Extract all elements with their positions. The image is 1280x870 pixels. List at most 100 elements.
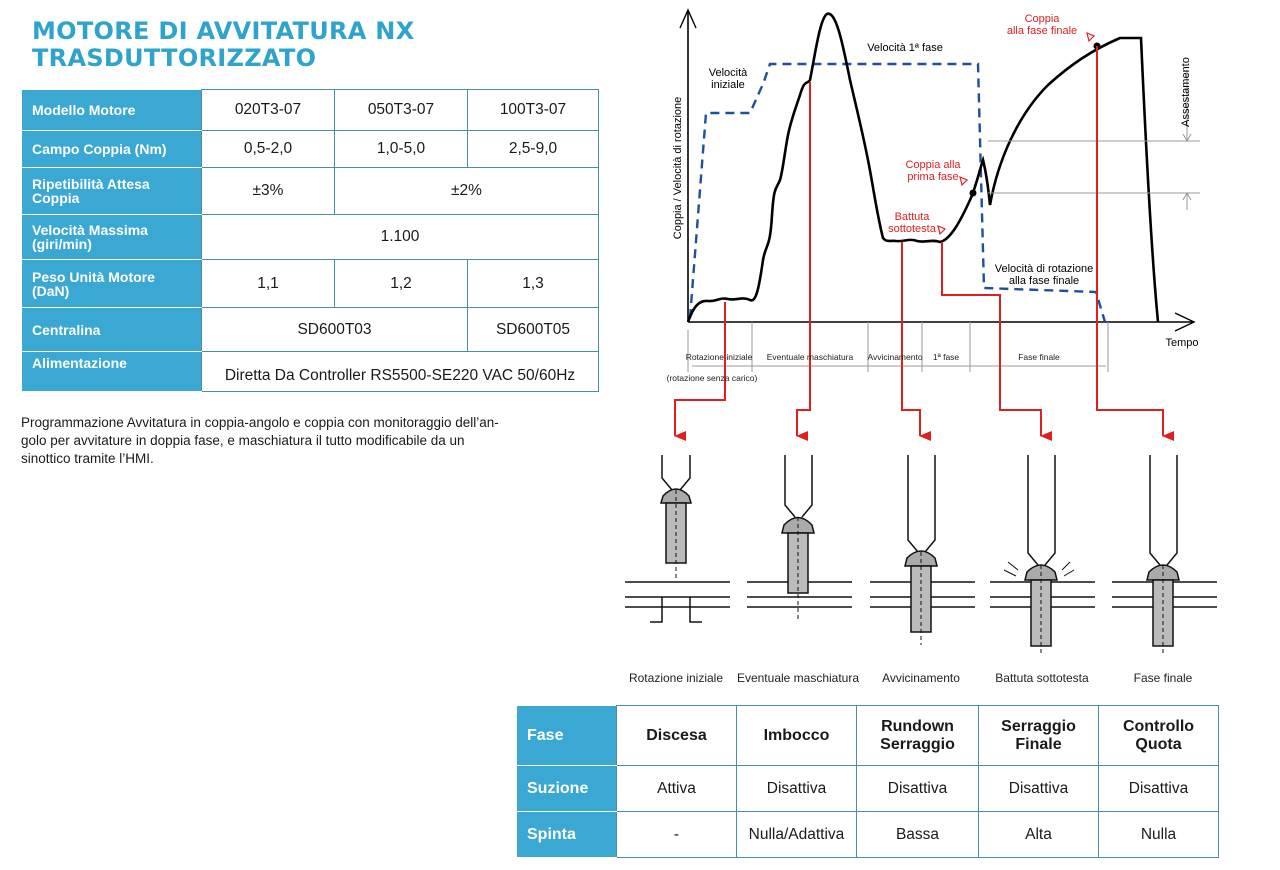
- screw-stage-4: [1003, 455, 1075, 655]
- stage-caption: Avvicinamento: [882, 671, 960, 685]
- screw-stage-2: [781, 455, 815, 620]
- stage-connectors: [674, 46, 1174, 441]
- row-header-weight: Peso Unità Motore(DaN): [21, 259, 202, 308]
- segment-labels: Rotazione iniziale (rotazione senza cari…: [667, 352, 1060, 383]
- page-title-line-2: TRASDUTTORIZZATO: [32, 44, 317, 72]
- final-speed-label: Velocità di rotazione: [995, 263, 1093, 275]
- seating-label: Battuta: [895, 211, 931, 223]
- phase-header-line: Controllo: [1122, 717, 1195, 735]
- model-cell: 050T3-07: [334, 89, 468, 131]
- control-cell: SD600T03: [201, 307, 468, 352]
- segment-label: Rotazione iniziale: [686, 352, 753, 362]
- row-header-power: Alimentazione: [21, 351, 202, 392]
- first-phase-marker: [969, 189, 977, 197]
- suction-cell: Attiva: [616, 765, 737, 812]
- stage-captions: Rotazione iniziale Eventuale maschiatura…: [629, 671, 1193, 685]
- torque-curve: [686, 12, 1160, 323]
- row-header-suction: Suzione: [516, 765, 617, 812]
- final-speed-label: alla fase finale: [1009, 275, 1079, 287]
- suction-cell: Disattiva: [978, 765, 1099, 812]
- row-header-thrust: Spinta: [516, 811, 617, 858]
- description-line: golo per avvitature in doppia fase, e ma…: [21, 433, 465, 448]
- speed-curve: [688, 62, 1107, 323]
- row-header-control: Centralina: [21, 307, 202, 352]
- thrust-cell: -: [616, 811, 737, 858]
- weight-cell: 1,2: [334, 259, 468, 308]
- seating-label: sottotesta: [888, 223, 937, 235]
- torque-cell: 2,5-9,0: [467, 130, 599, 168]
- initial-speed-label: iniziale: [711, 79, 745, 91]
- row-header-line: Coppia: [32, 190, 80, 206]
- speed-cell: 1.100: [201, 214, 599, 260]
- description-paragraph: Programmazione Avvitatura in coppia-ango…: [21, 414, 606, 468]
- settling-label: Assestamento: [1180, 57, 1192, 127]
- row-header-line: Ripetibilità Attesa: [32, 176, 150, 192]
- graph-red-labels: Coppia alla fase finale Coppia alla prim…: [888, 13, 1077, 235]
- segment-label: Eventuale maschiatura: [767, 352, 854, 362]
- triangle-marker: [959, 175, 969, 187]
- table-row: Velocità Massima(giri/min) 1.100: [21, 214, 599, 260]
- row-header-model: Modello Motore: [21, 89, 202, 131]
- segment-label: Avvicinamento: [867, 352, 922, 362]
- thrust-cell: Bassa: [856, 811, 979, 858]
- thrust-cell: Nulla/Adattiva: [736, 811, 857, 858]
- model-cell: 020T3-07: [201, 89, 335, 131]
- screw-stage-1: [650, 455, 702, 623]
- row-header-line: (giri/min): [32, 236, 92, 252]
- screw-stage-5: [1146, 455, 1180, 655]
- specs-table: Modello Motore 020T3-07 050T3-07 100T3-0…: [21, 89, 599, 392]
- row-header-line: (DaN): [32, 282, 70, 299]
- first-phase-torque-label: Coppia alla: [905, 159, 961, 171]
- phase-header-line: Serraggio: [1001, 717, 1076, 735]
- phase-header: Discesa: [616, 705, 737, 766]
- triangle-marker: [937, 224, 947, 236]
- initial-speed-label: Velocità: [709, 67, 748, 79]
- row-header-line: Peso Unità Motore: [32, 268, 155, 285]
- row-header-phase: Fase: [516, 705, 617, 766]
- phase-header-line: Quota: [1135, 735, 1182, 753]
- power-cell: Diretta Da Controller RS5500-SE220 VAC 5…: [201, 351, 599, 392]
- torque-cell: 1,0-5,0: [334, 130, 468, 168]
- control-cell: SD600T05: [467, 307, 599, 352]
- torque-speed-diagram: Coppia / Velocità di rotazione Tempo Vel…: [625, 8, 1217, 685]
- thrust-cell: Alta: [978, 811, 1099, 858]
- time-segments: [687, 322, 1109, 372]
- row-header-torque: Campo Coppia (Nm): [21, 130, 202, 168]
- description-line: sinottico tramite l’HMI.: [21, 451, 154, 466]
- row-header-line: Velocità Massima: [32, 222, 148, 238]
- y-axis-label: Coppia / Velocità di rotazione: [672, 97, 684, 239]
- final-torque-label: Coppia: [1025, 13, 1061, 25]
- segment-label: Fase finale: [1018, 352, 1060, 362]
- table-row: Peso Unità Motore(DaN) 1,1 1,2 1,3: [21, 259, 599, 308]
- phase-header-line: Rundown: [881, 717, 954, 735]
- phase-header: Imbocco: [736, 705, 857, 766]
- x-axis-label: Tempo: [1165, 337, 1198, 349]
- suction-cell: Disattiva: [856, 765, 979, 812]
- screw-stage-3: [904, 455, 938, 645]
- table-row: Centralina SD600T03 SD600T05: [21, 307, 599, 352]
- stage-caption: Fase finale: [1134, 671, 1193, 685]
- weight-cell: 1,3: [467, 259, 599, 308]
- phase-header-line: Finale: [1015, 735, 1062, 753]
- phase-header-line: Serraggio: [880, 735, 955, 753]
- table-row: Spinta - Nulla/Adattiva Bassa Alta Nulla: [516, 811, 1219, 858]
- graph-labels: Coppia / Velocità di rotazione Tempo Vel…: [672, 42, 1199, 349]
- thrust-cell: Nulla: [1098, 811, 1219, 858]
- table-row: Alimentazione Diretta Da Controller RS55…: [21, 351, 599, 392]
- triangle-marker: [1086, 31, 1096, 43]
- first-phase-speed-label: Velocità 1ª fase: [867, 42, 943, 54]
- suction-cell: Disattiva: [736, 765, 857, 812]
- phase-header-line: Discesa: [646, 726, 707, 744]
- stage-illustrations: [625, 455, 1217, 655]
- table-row: Campo Coppia (Nm) 0,5-2,0 1,0-5,0 2,5-9,…: [21, 130, 599, 168]
- page-title-line-1: MOTORE DI AVVITATURA NX: [32, 17, 415, 45]
- suction-cell: Disattiva: [1098, 765, 1219, 812]
- weight-cell: 1,1: [201, 259, 335, 308]
- settling-band: [988, 70, 1200, 210]
